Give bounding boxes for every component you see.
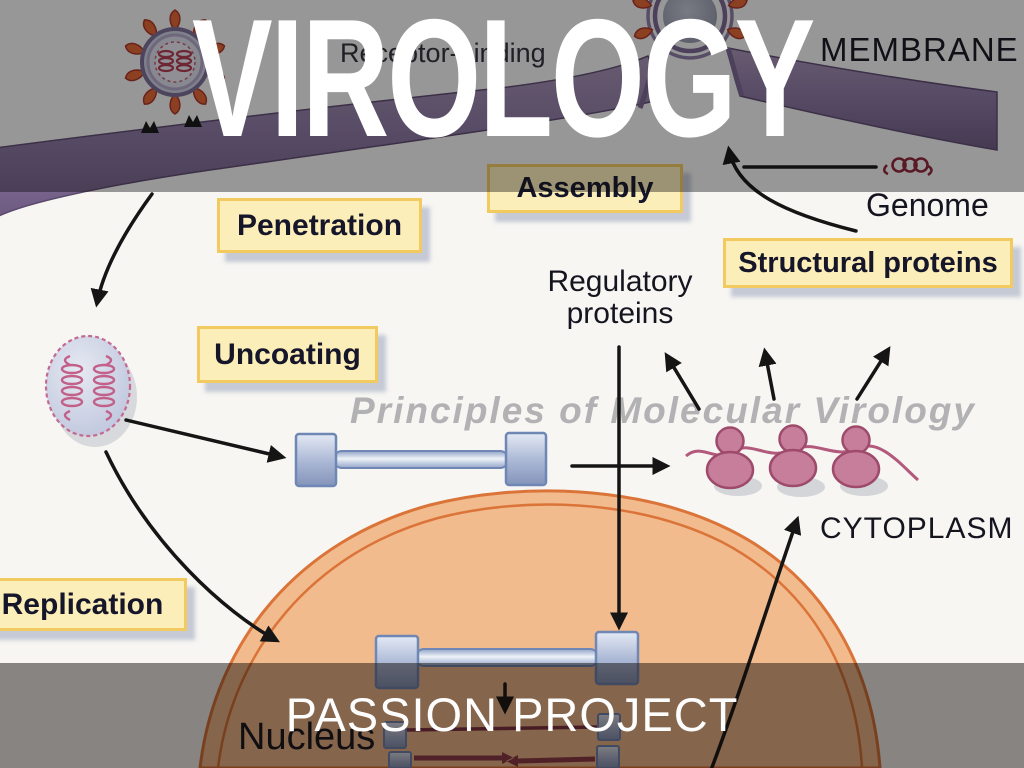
flow-arrows	[90, 145, 891, 768]
budding-virion-icon	[632, 0, 748, 60]
subtitle-overlay-band	[0, 663, 1024, 768]
title-overlay-band	[0, 0, 1024, 192]
cell-membrane-shape	[0, 40, 998, 217]
penetration-box: Penetration	[217, 198, 422, 253]
slide-subtitle: PASSION PROJECT	[285, 688, 739, 741]
protein-arrow	[664, 352, 701, 411]
genome-coil-icon	[882, 157, 933, 177]
ribosome-icon	[685, 424, 919, 497]
nuclear-export-arrow	[709, 515, 802, 768]
uncoating-box: Uncoating	[197, 326, 378, 383]
nucleus-label: Nucleus	[238, 716, 376, 758]
uncoating-arrow	[124, 418, 287, 463]
mrna-dumbbell-icon	[374, 630, 640, 690]
penetration-arrow	[90, 192, 154, 308]
genome-coil-icon	[60, 354, 116, 422]
protein-arrow	[758, 347, 777, 401]
assembly-arrow	[722, 145, 858, 233]
regulatory-proteins-label: Regulatory proteins	[547, 265, 693, 331]
enveloped-virion-icon	[124, 9, 226, 115]
slide-title: VIROLOGY	[192, 0, 815, 172]
replication-box: Replication	[0, 578, 187, 631]
watermark-text: Principles of Molecular Virology	[350, 390, 976, 431]
membrane-label: MEMBRANE	[820, 31, 1019, 68]
replicating-dna-icon	[383, 713, 621, 768]
structural-proteins-box: Structural proteins	[723, 238, 1013, 288]
capsid-icon	[44, 334, 137, 447]
receptor-icon	[141, 115, 202, 133]
protein-arrow	[855, 346, 891, 401]
nucleus-shape	[198, 489, 882, 768]
assembly-box: Assembly	[487, 164, 683, 213]
replication-arrow	[104, 450, 280, 643]
genome-label: Genome	[866, 187, 989, 223]
receptor-binding-label: Receptor-binding	[340, 38, 546, 68]
mrna-dumbbell-icon	[294, 431, 548, 488]
cytoplasm-label: CYTOPLASM	[820, 512, 1014, 545]
